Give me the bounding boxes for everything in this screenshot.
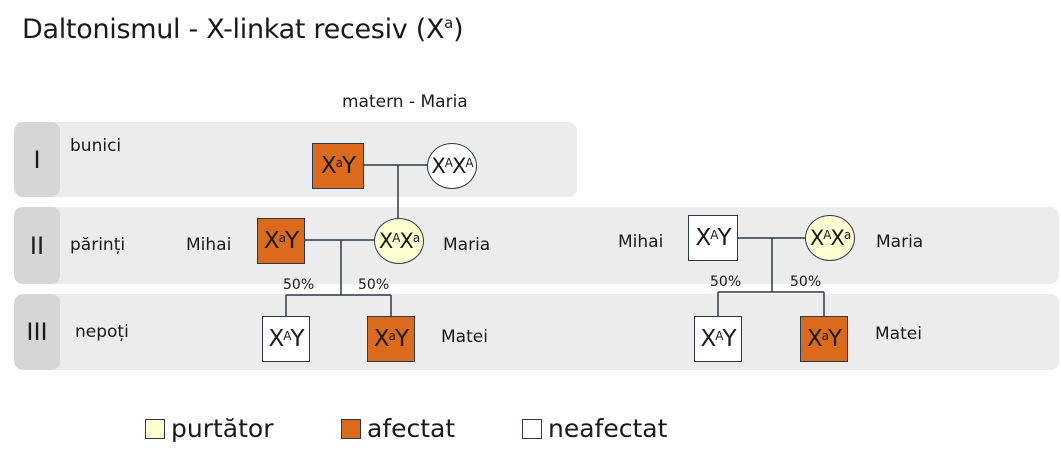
percent-label: 50% [283, 277, 315, 293]
percent-label: 50% [790, 274, 822, 290]
generation-label: părinți [70, 235, 126, 255]
legend-swatch [145, 418, 165, 439]
maternal-caption: matern - Maria [342, 92, 468, 112]
son-name: Matei [875, 324, 922, 344]
legend-unaffected: neafectat [522, 414, 667, 443]
percent-label: 50% [710, 274, 742, 290]
percent-label: 50% [358, 277, 390, 293]
generation-label: bunici [70, 136, 122, 156]
generation-numeral: I [14, 122, 60, 197]
page-title: Daltonismul - X-linkat recesiv (Xa) [22, 14, 464, 45]
legend-carrier: purtător [145, 414, 274, 443]
legend-affected: afectat [341, 414, 455, 443]
generation-numeral: III [14, 294, 60, 370]
mother-name: Maria [443, 235, 491, 255]
father-name: Mihai [186, 235, 232, 255]
legend-swatch [522, 418, 542, 439]
mother-name: Maria [876, 232, 924, 252]
generation-band-1: I bunici [14, 122, 577, 197]
generation-band-3: III nepoți [14, 294, 1059, 370]
legend-label: afectat [367, 414, 456, 443]
generation-label: nepoți [75, 322, 129, 342]
son-name: Matei [441, 327, 488, 347]
legend-label: purtător [171, 414, 274, 443]
father-name: Mihai [618, 232, 664, 252]
generation-band-2: II părinți [14, 207, 1059, 284]
generation-numeral: II [14, 207, 60, 284]
legend-swatch [341, 418, 361, 439]
legend-label: neafectat [548, 414, 668, 443]
